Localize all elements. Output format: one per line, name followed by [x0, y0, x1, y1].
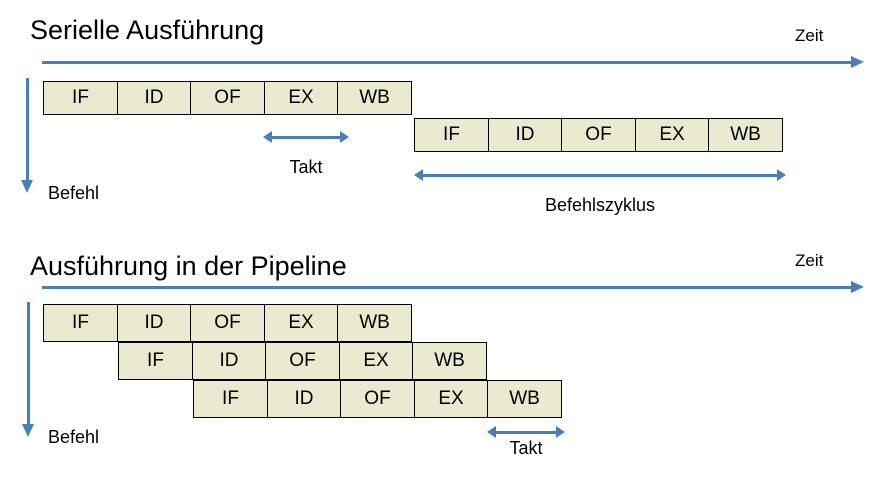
stage-cell-of: OF	[265, 342, 340, 380]
pipeline-takt-label: Takt	[509, 438, 543, 458]
stage-cell-if: IF	[43, 304, 118, 342]
pipeline-instruction-axis-line	[27, 302, 30, 426]
serial-befehlszyklus-label: Befehlszyklus	[544, 195, 656, 215]
stage-cell-ex: EX	[338, 342, 414, 380]
stage-cell-wb: WB	[412, 342, 487, 380]
stage-cell-ex: EX	[263, 81, 339, 115]
stage-cell-ex: EX	[413, 380, 489, 418]
arrow-left-head-icon	[414, 169, 423, 181]
stage-cell-of: OF	[190, 304, 265, 342]
serial-befehlszyklus-measure-arrow	[414, 169, 786, 181]
stage-cell-wb: WB	[337, 81, 412, 115]
serial-time-axis-arrow-icon	[851, 56, 864, 68]
pipeline-instruction-axis-label: Befehl	[48, 427, 100, 447]
stage-cell-id: ID	[191, 342, 267, 380]
stage-cell-if: IF	[193, 380, 268, 418]
arrow-left-head-icon	[263, 131, 272, 143]
pipeline-time-axis-label: Zeit	[795, 251, 824, 270]
serial-section-title: Serielle Ausführung	[30, 15, 265, 45]
pipeline-instruction-row-1: IF ID OF EX WB	[43, 304, 412, 342]
serial-instruction-axis-label: Befehl	[48, 183, 100, 203]
arrow-left-head-icon	[487, 426, 496, 438]
pipeline-instruction-axis-arrow-icon	[22, 424, 34, 437]
measure-line	[422, 174, 778, 177]
stage-cell-wb: WB	[487, 380, 562, 418]
serial-time-axis-label: Zeit	[795, 26, 824, 45]
arrow-right-head-icon	[556, 426, 565, 438]
pipeline-time-axis-line	[42, 286, 854, 289]
measure-line	[495, 431, 557, 434]
serial-instruction-row-2: IF ID OF EX WB	[414, 118, 783, 152]
serial-takt-label: Takt	[289, 157, 323, 177]
pipeline-instruction-row-2: IF ID OF EX WB	[118, 342, 487, 380]
stage-cell-if: IF	[118, 342, 193, 380]
stage-cell-of: OF	[190, 81, 265, 115]
stage-cell-wb: WB	[708, 118, 783, 152]
stage-cell-id: ID	[266, 380, 342, 418]
stage-cell-if: IF	[43, 81, 118, 115]
pipeline-instruction-row-3: IF ID OF EX WB	[193, 380, 562, 418]
stage-cell-of: OF	[561, 118, 636, 152]
arrow-right-head-icon	[340, 131, 349, 143]
stage-cell-wb: WB	[337, 304, 412, 342]
stage-cell-id: ID	[116, 81, 192, 115]
stage-cell-id: ID	[487, 118, 563, 152]
serial-instruction-row-1: IF ID OF EX WB	[43, 81, 412, 115]
stage-cell-id: ID	[116, 304, 192, 342]
serial-time-axis-line	[42, 61, 854, 64]
pipeline-section-title: Ausführung in der Pipeline	[30, 251, 347, 281]
stage-cell-if: IF	[414, 118, 489, 152]
serial-instruction-axis-line	[26, 78, 29, 182]
pipeline-takt-measure-arrow	[487, 426, 565, 438]
arrow-right-head-icon	[777, 169, 786, 181]
pipeline-time-axis-arrow-icon	[851, 281, 864, 293]
stage-cell-ex: EX	[634, 118, 710, 152]
serial-takt-measure-arrow	[263, 131, 349, 143]
stage-cell-ex: EX	[263, 304, 339, 342]
serial-instruction-axis-arrow-icon	[21, 180, 33, 193]
stage-cell-of: OF	[340, 380, 415, 418]
measure-line	[271, 136, 341, 139]
